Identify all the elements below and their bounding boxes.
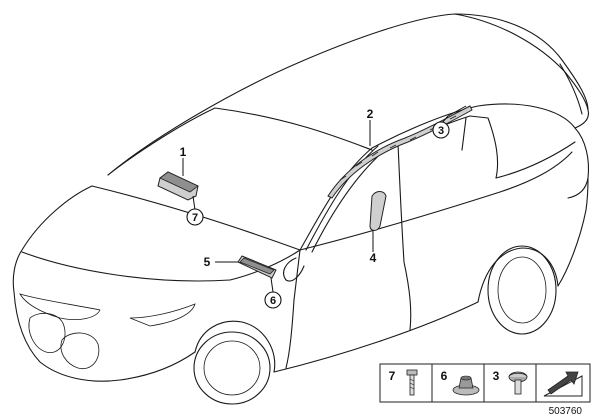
legend-number-7: 7 <box>389 369 396 383</box>
callout-1: 1 <box>180 145 187 159</box>
callout-5-label: 5 <box>204 255 211 269</box>
callout-4: 4 <box>370 251 377 265</box>
callout-7-circle <box>186 208 204 226</box>
callout-5: 5 <box>204 255 211 269</box>
legend-number-3: 3 <box>493 369 500 383</box>
knee-airbag-part <box>237 255 277 279</box>
car-outline <box>12 13 590 405</box>
callout-6: 6 <box>264 291 282 309</box>
passenger-airbag-part <box>157 171 199 201</box>
callout-7: 7 <box>186 208 204 226</box>
callout-2: 2 <box>367 107 374 121</box>
callout-6-circle <box>264 291 282 309</box>
round-head-screw-icon <box>508 371 528 395</box>
side-airbag-part <box>369 191 387 231</box>
callout-7-label: 7 <box>192 212 198 224</box>
legend-cell-3 <box>483 363 537 403</box>
legend-cell-6 <box>431 363 485 403</box>
callout-3: 3 <box>432 121 450 139</box>
callout-2-label: 2 <box>367 107 374 121</box>
direction-arrow-icon <box>543 371 583 397</box>
legend-cell-7 <box>379 363 433 403</box>
callout-1-label: 1 <box>180 145 187 159</box>
callout-6-label: 6 <box>270 295 276 307</box>
legend-number-6: 6 <box>441 369 448 383</box>
callout-4-label: 4 <box>370 251 377 265</box>
leader-lines <box>182 105 467 293</box>
screw-icon <box>406 369 418 396</box>
hex-nut-icon <box>452 375 480 396</box>
parts-legend: 7 6 3 <box>379 363 591 403</box>
callout-3-label: 3 <box>438 125 444 137</box>
callout-3-circle <box>432 121 450 139</box>
image-number: 503760 <box>549 406 583 417</box>
